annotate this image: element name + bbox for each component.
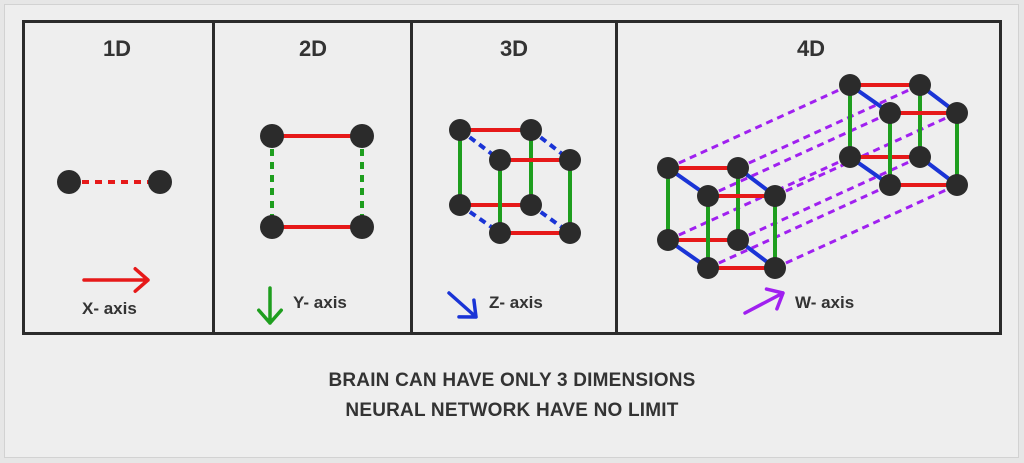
w-link-front-tr <box>737 83 921 170</box>
node-3d-front-tr <box>559 149 581 171</box>
panel-divider-1 <box>212 20 215 335</box>
tesseract-cube-b-node-front-tr <box>946 102 968 124</box>
tesseract-cube-a-node-front-br <box>764 257 786 279</box>
w-axis-label: W- axis <box>795 293 855 312</box>
z-axis-label: Z- axis <box>489 293 543 312</box>
caption-line-2: NEURAL NETWORK HAVE NO LIMIT <box>345 400 679 421</box>
tesseract-cube-a-node-front-tr <box>764 185 786 207</box>
node-3d-back-bl <box>449 194 471 216</box>
dimension-panels <box>22 20 1002 335</box>
tesseract-cube-b-node-back-bl <box>839 146 861 168</box>
panel-divider-2 <box>410 20 413 335</box>
tesseract-cube-b-node-back-br <box>909 146 931 168</box>
tesseract-cube-a-node-front-bl <box>697 257 719 279</box>
node-3d-back-br <box>520 194 542 216</box>
caption-line-1: BRAIN CAN HAVE ONLY 3 DIMENSIONS <box>328 370 696 391</box>
tesseract-cube-b-node-front-br <box>946 174 968 196</box>
tesseract-cube-a-node-back-tr <box>727 157 749 179</box>
w-axis-arrow <box>743 287 785 315</box>
tesseract-cube-b-node-back-tr <box>909 74 931 96</box>
w-link-front-bl <box>667 155 851 242</box>
node-3d-back-tr <box>520 119 542 141</box>
panel-title-2d: 2D <box>298 36 328 61</box>
w-link-back-tl <box>707 111 891 198</box>
tesseract-cube-b-node-front-tl <box>879 102 901 124</box>
tesseract-cube-a-node-back-tl <box>657 157 679 179</box>
node-3d-front-bl <box>489 222 511 244</box>
node-2d-br <box>350 215 374 239</box>
panel-divider-3 <box>615 20 618 335</box>
w-link-back-br <box>774 183 958 270</box>
x-axis-arrow <box>82 267 150 293</box>
w-link-back-tr <box>774 111 958 198</box>
y-axis-arrow <box>257 286 283 325</box>
z-axis-arrow <box>447 291 478 319</box>
tesseract-cube-b-node-front-bl <box>879 174 901 196</box>
node-2d-bl <box>260 215 284 239</box>
panel-title-1d: 1D <box>102 36 132 61</box>
tesseract-cube-a-node-front-tl <box>697 185 719 207</box>
node-3d-back-tl <box>449 119 471 141</box>
panel-title-3d: 3D <box>499 36 529 61</box>
node-3d-front-br <box>559 222 581 244</box>
w-link-front-tl <box>667 83 851 170</box>
node-1d-a <box>57 170 81 194</box>
tesseract-cube-a-node-back-br <box>727 229 749 251</box>
w-link-back-bl <box>707 183 891 270</box>
node-2d-tr <box>350 124 374 148</box>
y-axis-label: Y- axis <box>293 293 347 312</box>
x-axis-label: X- axis <box>82 299 137 318</box>
w-link-front-br <box>737 155 921 242</box>
node-2d-tl <box>260 124 284 148</box>
node-1d-b <box>148 170 172 194</box>
tesseract-cube-b-node-back-tl <box>839 74 861 96</box>
tesseract-cube-a-node-back-bl <box>657 229 679 251</box>
panel-title-4d: 4D <box>796 36 826 61</box>
node-3d-front-tl <box>489 149 511 171</box>
